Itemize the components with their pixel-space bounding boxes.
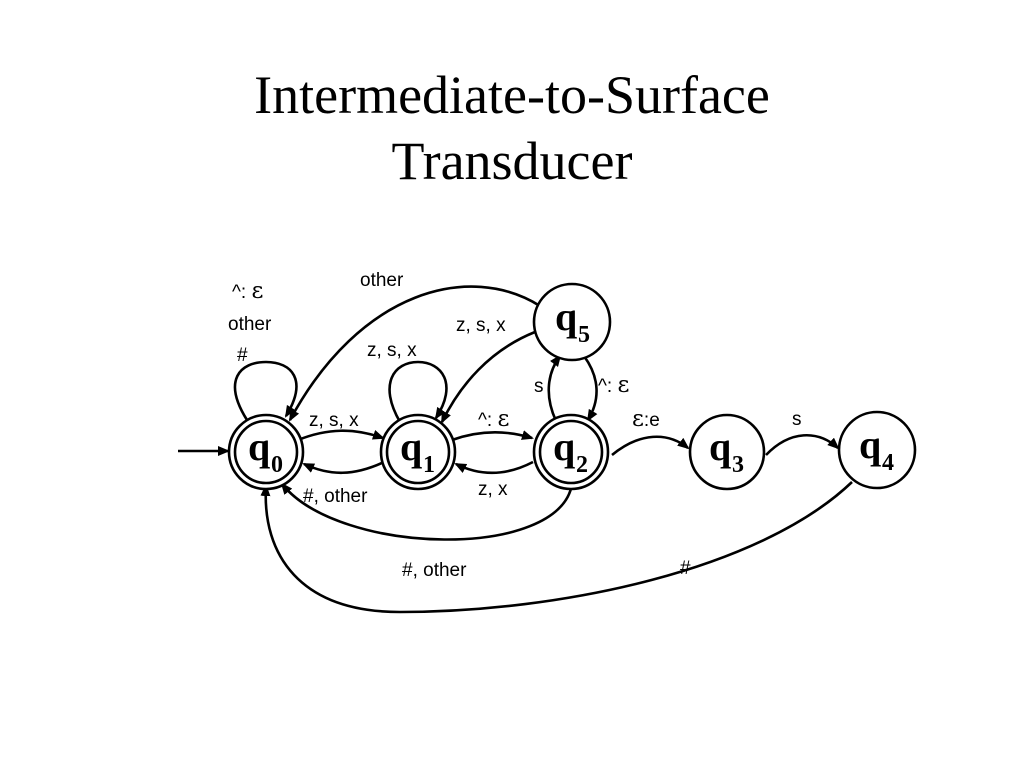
edge-q5-q2 bbox=[582, 355, 598, 422]
state-q5: q 5 bbox=[532, 282, 612, 362]
title-line-1: Intermediate-to-Surface bbox=[254, 65, 770, 125]
edge-q2-q3 bbox=[611, 435, 690, 457]
label-q1-q2: ^: ε bbox=[478, 406, 509, 432]
edge-q2-q0 bbox=[280, 482, 574, 541]
edge-q0-self bbox=[233, 360, 298, 421]
state-q1: q 1 bbox=[379, 413, 457, 491]
edge-q2-q1 bbox=[454, 460, 534, 475]
edge-q1-self bbox=[388, 360, 448, 423]
edge-q1-q2 bbox=[451, 430, 534, 442]
title-line-2: Transducer bbox=[391, 131, 633, 191]
label-q0-self-line2: other bbox=[228, 314, 272, 335]
label-q4-q0: # bbox=[680, 558, 691, 579]
edge-q0-q1 bbox=[297, 429, 385, 442]
label-q5-q2: ^: ε bbox=[598, 372, 629, 398]
edge-q1-q0 bbox=[302, 460, 385, 475]
label-q5-q0: other bbox=[360, 270, 404, 291]
svg-text:q: q bbox=[248, 424, 270, 469]
svg-text:3: 3 bbox=[732, 452, 744, 478]
label-q1-self: z, s, x bbox=[367, 340, 417, 361]
svg-text:q: q bbox=[400, 424, 422, 469]
label-q0-self-line3: # bbox=[237, 345, 248, 366]
svg-text:5: 5 bbox=[578, 322, 590, 348]
svg-text:q: q bbox=[555, 294, 577, 339]
label-q0-q1: z, s, x bbox=[309, 410, 359, 431]
svg-text:q: q bbox=[859, 422, 881, 467]
state-q3: q 3 bbox=[688, 413, 766, 491]
label-q2-q0: #, other bbox=[402, 560, 467, 581]
label-q2-q5: s bbox=[534, 376, 544, 397]
edge-q2-q5 bbox=[547, 354, 562, 422]
diagram-title: Intermediate-to-Surface Transducer bbox=[0, 62, 1024, 194]
label-q3-q4: s bbox=[792, 409, 802, 430]
edge-q4-q0 bbox=[260, 481, 853, 614]
label-q2-q1: z, x bbox=[478, 479, 508, 500]
svg-text:1: 1 bbox=[423, 452, 435, 478]
state-q0: q 0 bbox=[227, 413, 305, 491]
label-q5-q1: z, s, x bbox=[456, 315, 506, 336]
state-q2: q 2 bbox=[532, 413, 610, 491]
state-q4: q 4 bbox=[837, 410, 917, 490]
svg-text:q: q bbox=[553, 424, 575, 469]
edge-q5-q0 bbox=[288, 285, 541, 422]
label-q2-q3: ε:e bbox=[632, 406, 660, 432]
edge-q5-q1 bbox=[440, 330, 536, 424]
label-q0-self-line1: ^: ε bbox=[232, 278, 263, 304]
svg-text:2: 2 bbox=[576, 452, 588, 478]
label-q1-q0: #, other bbox=[303, 486, 368, 507]
edge-q3-q4 bbox=[765, 434, 840, 456]
svg-text:4: 4 bbox=[882, 450, 894, 476]
svg-text:0: 0 bbox=[271, 452, 283, 478]
svg-text:q: q bbox=[709, 424, 731, 469]
